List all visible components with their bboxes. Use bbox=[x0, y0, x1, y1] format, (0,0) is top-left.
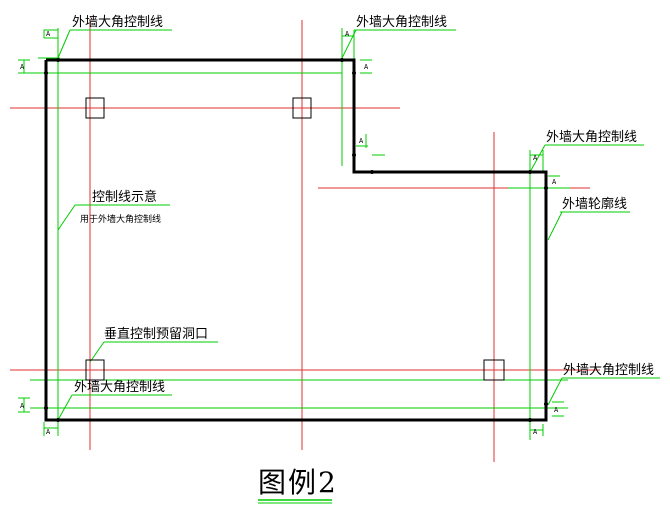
label-control-hint-sub: 用于外墙大角控制线 bbox=[80, 213, 161, 225]
dim-mark: A bbox=[20, 63, 25, 71]
label-corner-bottom-left: 外墙大角控制线 bbox=[74, 380, 165, 395]
label-underlines bbox=[70, 29, 660, 396]
dim-mark: A bbox=[364, 63, 369, 71]
label-corner-top-left: 外墙大角控制线 bbox=[72, 15, 163, 30]
reserved-holes bbox=[85, 97, 505, 381]
dim-mark: A bbox=[554, 406, 559, 414]
labels: 外墙大角控制线 外墙大角控制线 外墙大角控制线 外墙轮廓线 控制线示意 用于外墙… bbox=[72, 15, 654, 395]
dimension-marks: A A A A A A A A A A A bbox=[20, 30, 559, 436]
hole-bottom-left bbox=[85, 359, 105, 381]
dim-mark: A bbox=[46, 428, 51, 436]
label-corner-top-middle: 外墙大角控制线 bbox=[356, 15, 447, 30]
hole-bottom-right bbox=[483, 359, 505, 381]
label-vertical-hole: 垂直控制预留洞口 bbox=[104, 327, 208, 342]
green-control-lines bbox=[18, 28, 570, 440]
figure-title: 图例2 bbox=[258, 466, 338, 499]
hole-top-middle bbox=[292, 97, 312, 119]
label-control-hint: 控制线示意 bbox=[92, 189, 157, 205]
building-outline bbox=[44, 58, 548, 422]
dim-mark: A bbox=[46, 30, 51, 38]
red-axis-lines bbox=[10, 20, 600, 462]
corner-dots bbox=[44, 58, 548, 422]
label-corner-bottom-right: 外墙大角控制线 bbox=[563, 363, 654, 378]
label-corner-step-right: 外墙大角控制线 bbox=[546, 130, 637, 145]
hole-top-left bbox=[85, 97, 105, 119]
dim-mark: A bbox=[552, 178, 557, 186]
label-wall-outline: 外墙轮廓线 bbox=[562, 196, 627, 212]
dim-mark: A bbox=[533, 428, 538, 436]
dim-mark: A bbox=[20, 402, 25, 410]
dim-mark: A bbox=[359, 137, 364, 145]
dim-mark: A bbox=[533, 154, 538, 162]
dim-mark: A bbox=[345, 30, 350, 38]
